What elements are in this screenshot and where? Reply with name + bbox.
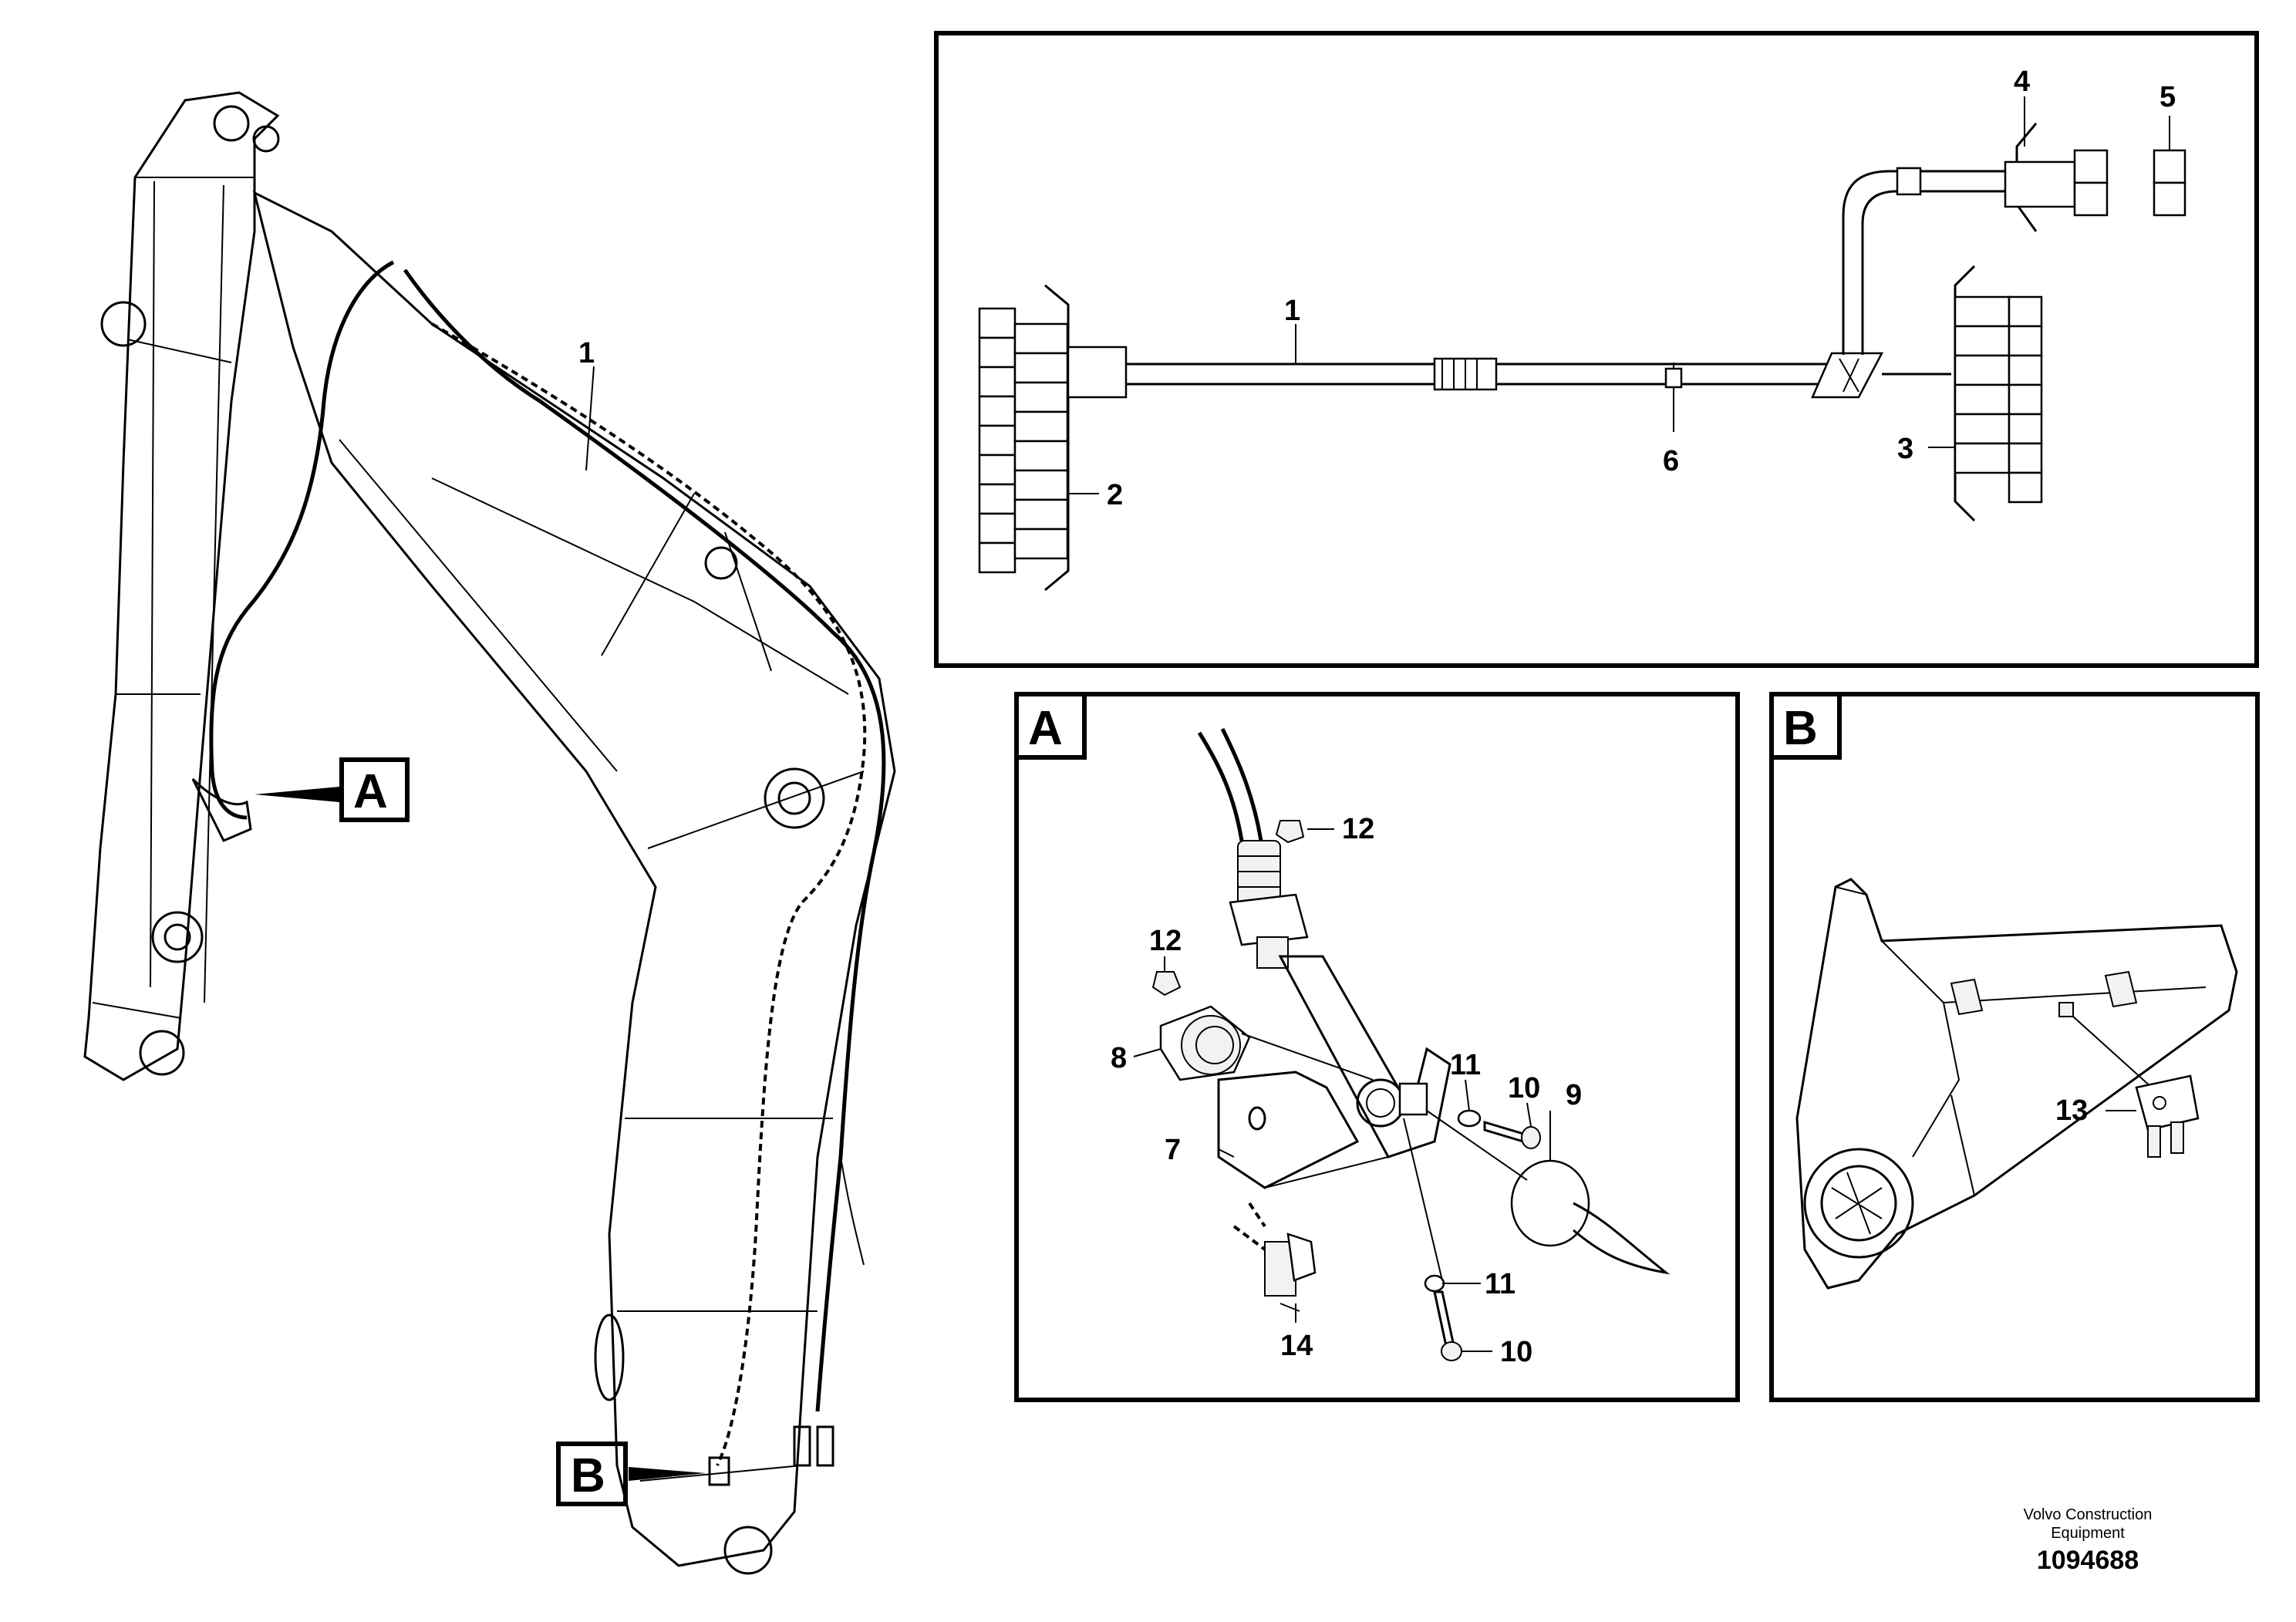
manufacturer-line-2: Equipment — [2051, 1525, 2125, 1542]
label-7: 7 — [1165, 1134, 1181, 1166]
label-13: 13 — [2055, 1094, 2088, 1127]
label-3: 3 — [1897, 433, 1913, 465]
view-marker-a: A — [255, 757, 410, 822]
label-12-lower: 12 — [1149, 925, 1182, 957]
footer-block: Volvo Construction Equipment 1094688 — [1949, 1506, 2227, 1576]
label-5: 5 — [2159, 81, 2176, 113]
detail-b-letter: B — [1783, 702, 1818, 755]
detail-view-a-panel: A — [1014, 692, 1740, 1402]
cable-1 — [1126, 167, 2005, 432]
drawing-number: 1094688 — [2036, 1546, 2139, 1575]
label-2: 2 — [1107, 479, 1123, 511]
label-1: 1 — [1284, 295, 1300, 327]
detail-a-letter: A — [1028, 702, 1063, 755]
boom-callout-1: 1 — [578, 337, 595, 471]
label-9: 9 — [1566, 1079, 1582, 1111]
label-11-upper: 11 — [1450, 1049, 1481, 1081]
connector-4 — [2004, 96, 2109, 232]
harness-schematic-panel: 1 2 3 4 5 6 — [934, 31, 2259, 668]
label-8: 8 — [1111, 1042, 1127, 1074]
label-10-lower: 10 — [1500, 1336, 1532, 1368]
label-4: 4 — [2014, 66, 2030, 98]
label-14: 14 — [1280, 1330, 1313, 1362]
view-marker-b-letter: B — [571, 1449, 605, 1502]
manufacturer-line-1: Volvo Construction — [2023, 1506, 2153, 1523]
boom-label-1: 1 — [578, 337, 595, 369]
view-marker-b: B — [556, 1442, 706, 1506]
label-11-lower: 11 — [1485, 1268, 1515, 1300]
label-12-upper: 12 — [1342, 813, 1374, 845]
connector-3 — [1954, 265, 2043, 522]
view-marker-a-letter: A — [353, 765, 388, 818]
boom-arm-overview — [83, 91, 896, 1575]
connector-5 — [2153, 116, 2186, 217]
detail-view-b-panel: B 13 — [1769, 692, 2260, 1402]
connector-2 — [978, 284, 1128, 592]
label-10-upper: 10 — [1508, 1072, 1540, 1104]
label-6: 6 — [1663, 445, 1679, 477]
